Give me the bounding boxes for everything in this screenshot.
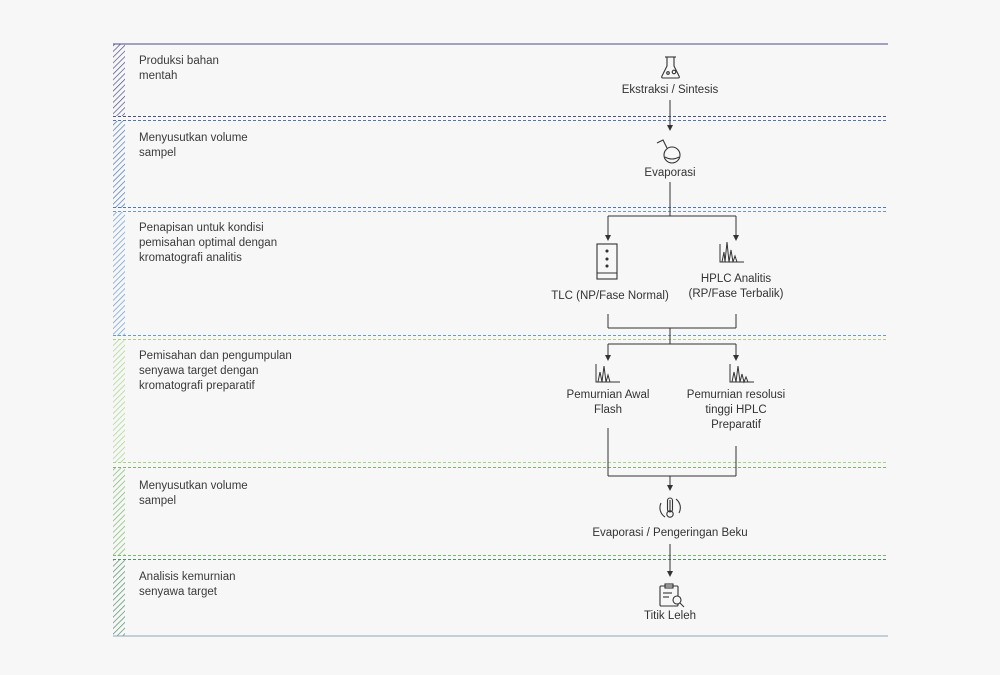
chromatogram-icon-analytic (719, 241, 744, 263)
node-melting-point-label: Titik Leleh (644, 610, 696, 622)
band-stripe-5 (113, 468, 125, 556)
node-flash-label: Pemurnian Awal Flash (566, 389, 650, 416)
stage-label-raw-material: Produksi bahan mentah (139, 55, 219, 82)
tlc-plate-icon (596, 243, 618, 280)
chromatogram-icon-prep (729, 364, 754, 384)
flask-icon (661, 56, 680, 79)
node-evaporation-label: Evaporasi (644, 167, 696, 179)
stage-label-purity-analysis: Analisis kemurnian senyawa target (139, 571, 236, 598)
chromatogram-icon-flash (595, 364, 620, 383)
stage-label-screening: Penapisan untuk kondisi pemisahan optima… (139, 222, 278, 264)
band-stripe-2 (113, 121, 125, 208)
round-flask-icon (656, 139, 681, 164)
node-hplc-prep-label: Pemurnian resolusi tinggi HPLC Preparati… (686, 389, 786, 431)
band-stripe-4 (113, 340, 125, 463)
node-hplc-analytic-label: HPLC Analitis (RP/Fase Terbalik) (688, 273, 784, 300)
node-freeze-dry-label: Evaporasi / Pengeringan Beku (592, 527, 748, 539)
band-stripe-6 (113, 560, 125, 636)
thermometer-cycle-icon (659, 497, 681, 518)
stage-label-separation: Pemisahan dan pengumpulan senyawa target… (139, 350, 292, 392)
clipboard-search-icon (659, 583, 685, 608)
band-stripe-1 (113, 44, 125, 116)
stage-label-reduce-volume-2: Menyusutkan volume sampel (139, 480, 248, 507)
node-extraction-label: Ekstraksi / Sintesis (621, 84, 719, 96)
stage-label-reduce-volume-1: Menyusutkan volume sampel (139, 132, 248, 159)
node-tlc-label: TLC (NP/Fase Normal) (551, 290, 669, 302)
band-stripe-3 (113, 212, 125, 336)
